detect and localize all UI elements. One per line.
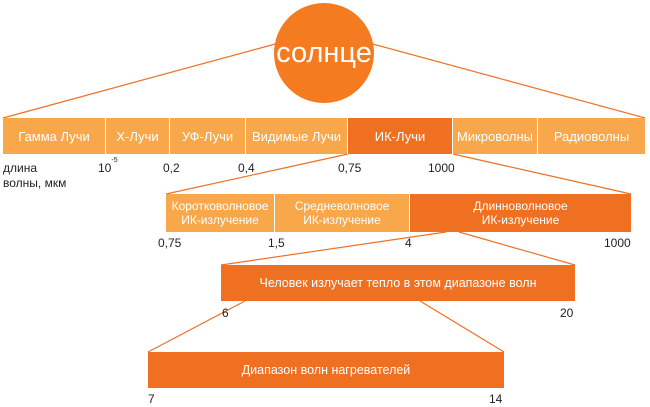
tick-xray: 10-5 [98,157,118,175]
band-label: Видимые Лучи [251,128,342,144]
band-label: Радиоволны [553,128,630,144]
band-label: Х-Лучи [116,128,159,144]
band-label-line1: Длинноволновое [473,199,568,213]
tick-heater-0: 7 [148,392,155,406]
band-label: УФ-Лучи [181,128,234,144]
human-range-label: Человек излучает тепло в этом диапазоне … [259,276,537,290]
band-microwave: Микроволны [453,118,538,154]
tick-ir-1: 1,5 [268,236,285,250]
band-gamma: Гамма Лучи [3,118,106,154]
tick-human-1: 20 [560,306,574,320]
band-label: ИК-Лучи [374,128,426,144]
sun-connector-left [2,42,280,119]
tick-ir-3: 1000 [604,236,631,250]
band-label: Гамма Лучи [18,128,90,144]
tick-heater-1: 14 [489,392,503,406]
band-uv: УФ-Лучи [170,118,246,154]
axis-title: длина волны, мкм [3,161,66,191]
tick-uv: 0,2 [163,161,180,175]
band-radio: Радиоволны [538,118,645,154]
tick-exponent: -5 [111,157,118,164]
band-label-line2: ИК-излучение [303,213,381,227]
band-label-line1: Средневолновое [294,199,390,213]
lwir-connector-right [458,231,576,266]
axis-title-line2: волны, мкм [3,176,67,190]
human-range-bar: Человек излучает тепло в этом диапазоне … [221,265,575,301]
human-connector-left [147,300,246,353]
band-ir: ИК-Лучи [348,118,453,154]
band-label-line1: Коротковолновое [171,199,269,213]
sun-circle: солнце [274,3,374,103]
band-xray: Х-Лучи [106,118,170,154]
heater-range-label: Диапазон волн нагревателей [241,363,411,377]
axis-title-line1: длина [3,161,38,175]
sun-connector-right [368,42,646,119]
band-label-line2: ИК-излучение [181,213,259,227]
ir-connector-left [165,153,349,195]
human-connector-right [419,300,505,353]
heater-range-bar: Диапазон волн нагревателей [148,352,504,388]
band-visible: Видимые Лучи [246,118,348,154]
lwir-connector-left [220,231,447,266]
tick-visible: 0,4 [238,161,255,175]
ir-connector-right [452,153,632,195]
tick-ir-start: 0,75 [338,161,362,175]
band-label: Микроволны [456,128,534,144]
tick-human-0: 6 [222,306,229,320]
band-label-line2: ИК-излучение [481,213,560,227]
sun-label: солнце [276,36,372,69]
tick-ir-2: 4 [405,236,412,250]
tick-base: 10 [98,161,112,175]
tick-ir-end: 1000 [428,161,455,175]
tick-ir-0: 0,75 [158,236,182,250]
